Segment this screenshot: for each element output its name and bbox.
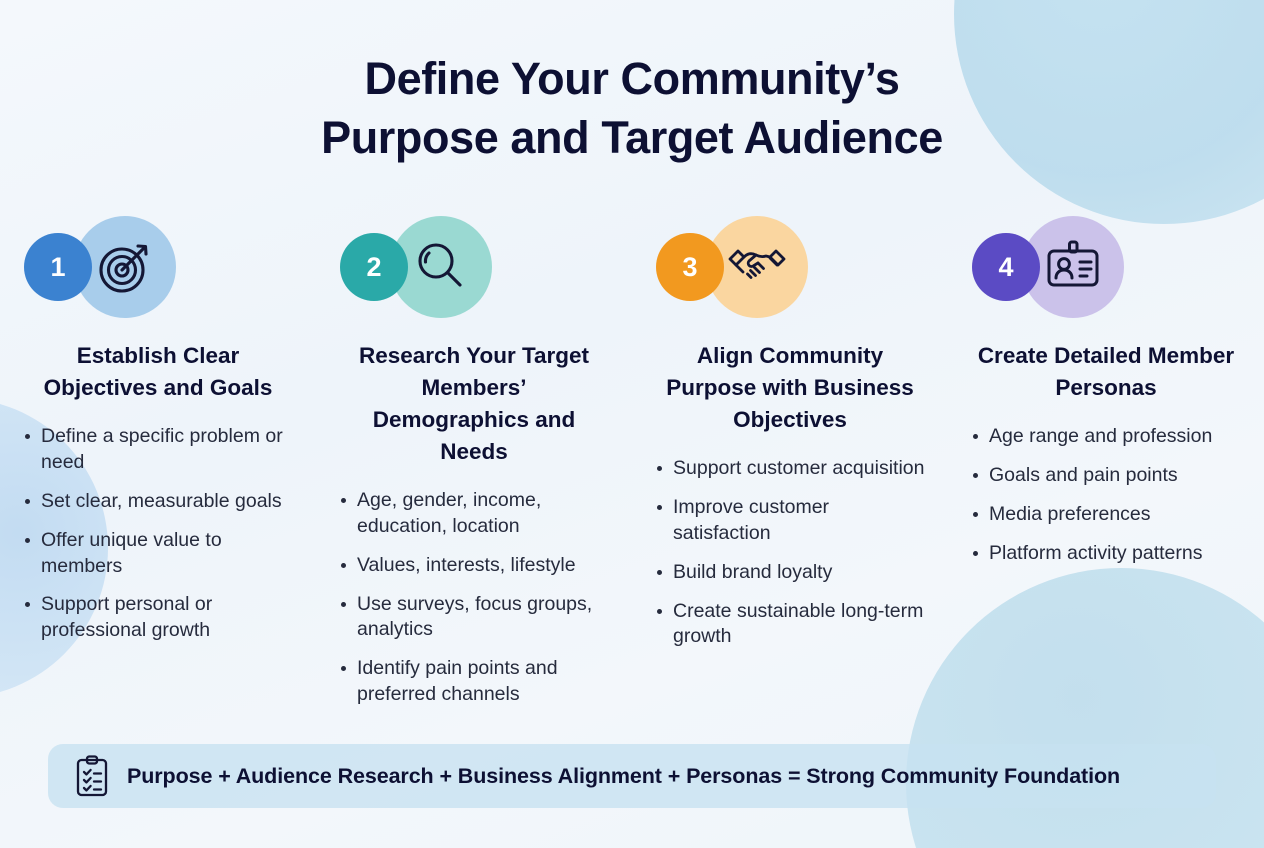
step-3-title: Align Community Purpose with Business Ob… (666, 343, 914, 432)
steps-row: 1 Establish Clear Objectives and Goals D… (0, 216, 1264, 721)
page-title-line-1: Define Your Community’s (364, 53, 900, 104)
step-3-bullet-list: Support customer acquisition Improve cus… (654, 456, 926, 651)
list-item: Set clear, measurable goals (22, 489, 294, 515)
list-item: Support personal or professional growth (22, 592, 294, 644)
list-item: Age range and profession (970, 424, 1242, 450)
step-2-icon-row: 2 (338, 216, 610, 318)
step-4-title: Create Detailed Member Personas (977, 343, 1235, 400)
list-item: Age, gender, income, education, location (338, 488, 610, 540)
list-item: Offer unique value to members (22, 528, 294, 580)
list-item: Platform activity patterns (970, 541, 1242, 567)
page-title-line-2: Purpose and Target Audience (321, 111, 943, 163)
step-1-icon-row: 1 (22, 216, 294, 318)
list-item: Support customer acquisition (654, 456, 926, 482)
step-column-2: 2 Research Your Target Members’ Demograp… (316, 216, 632, 721)
target-icon (74, 216, 176, 318)
list-item: Improve customer satisfaction (654, 495, 926, 547)
step-4-bullet-list: Age range and profession Goals and pain … (970, 424, 1242, 567)
summary-banner-text: Purpose + Audience Research + Business A… (127, 763, 1121, 788)
step-1-bullet-list: Define a specific problem or need Set cl… (22, 424, 294, 644)
magnifier-icon (390, 216, 492, 318)
step-2-bullet-list: Age, gender, income, education, location… (338, 488, 610, 708)
list-item: Define a specific problem or need (22, 424, 294, 476)
step-2-number-badge: 2 (340, 233, 408, 301)
clipboard-checklist-icon (74, 755, 110, 797)
step-column-3: 3 Align Community (632, 216, 948, 721)
list-item: Create sustainable long-term growth (654, 599, 926, 651)
step-3-number-badge: 3 (656, 233, 724, 301)
step-1-title: Establish Clear Objectives and Goals (43, 343, 273, 400)
step-column-4: 4 Create Detailed Member Personas Age ra… (948, 216, 1264, 721)
step-3-icon-row: 3 (654, 216, 926, 318)
step-4-icon-row: 4 (970, 216, 1242, 318)
list-item: Media preferences (970, 502, 1242, 528)
step-1-number-badge: 1 (24, 233, 92, 301)
summary-banner: Purpose + Audience Research + Business A… (48, 744, 1216, 808)
list-item: Build brand loyalty (654, 560, 926, 586)
list-item: Identify pain points and preferred chann… (338, 656, 610, 708)
list-item: Goals and pain points (970, 463, 1242, 489)
page-title: Define Your Community’s Purpose and Targ… (0, 50, 1264, 167)
step-2-title: Research Your Target Members’ Demographi… (358, 343, 590, 464)
step-column-1: 1 Establish Clear Objectives and Goals D… (0, 216, 316, 721)
step-4-number-badge: 4 (972, 233, 1040, 301)
list-item: Values, interests, lifestyle (338, 553, 610, 579)
list-item: Use surveys, focus groups, analytics (338, 592, 610, 644)
